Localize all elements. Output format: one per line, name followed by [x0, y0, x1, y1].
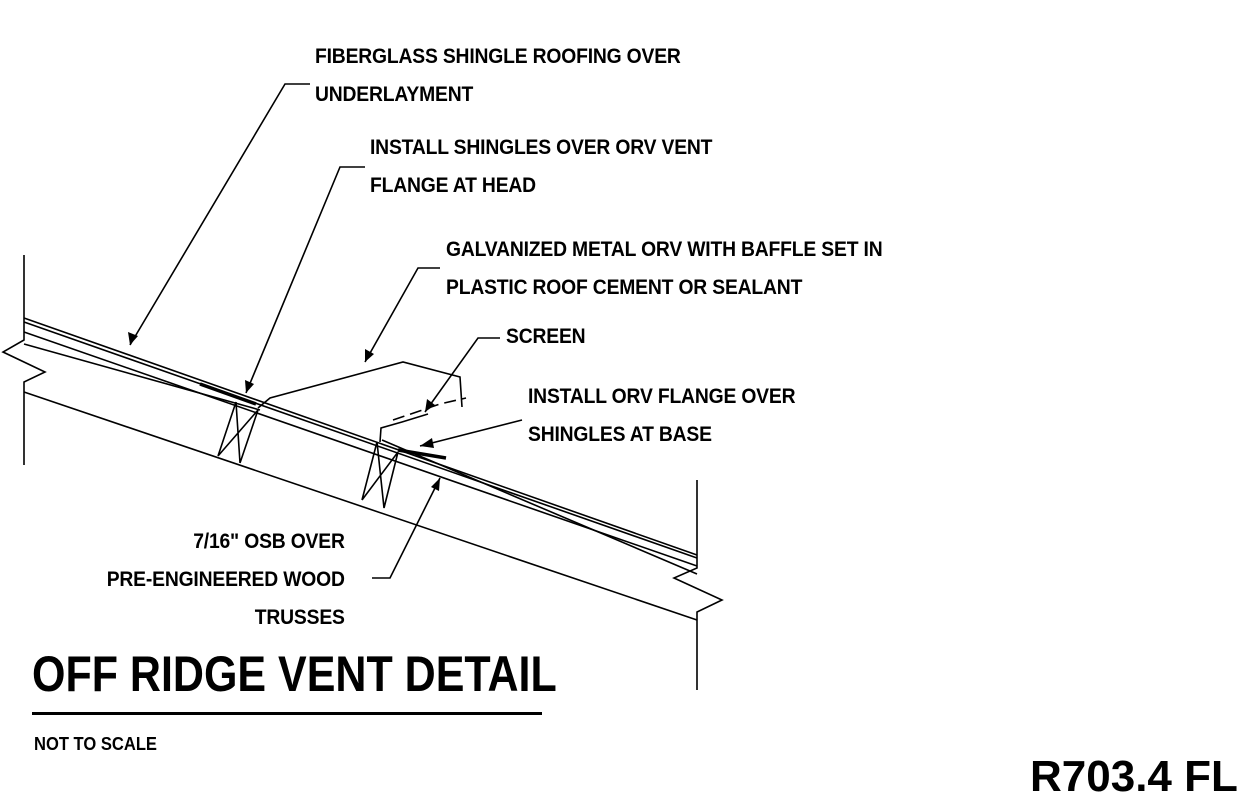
label-orv-line-1: GALVANIZED METAL ORV WITH BAFFLE SET IN [446, 238, 883, 261]
label-osb-line-1: 7/16" OSB OVER [193, 530, 345, 553]
arrow-osb [431, 478, 440, 491]
orv-flange-lower [379, 413, 429, 443]
label-osb-line-2: PRE-ENGINEERED WOOD [106, 568, 345, 591]
orv-body [257, 361, 463, 409]
arrow-shingles-head [245, 380, 254, 393]
title-underline [32, 712, 542, 715]
leader-screen [424, 337, 500, 413]
label-flange-base-line-1: INSTALL ORV FLANGE OVER [528, 385, 796, 408]
label-shingles-head-line-2: FLANGE AT HEAD [370, 174, 536, 197]
sheathing-top-line [23, 343, 698, 575]
leader-osb [372, 477, 441, 579]
underlayment-line [23, 317, 698, 556]
roof-section-drawing [1, 83, 724, 690]
detail-title: OFF RIDGE VENT DETAIL [32, 646, 557, 702]
head-flange-mark [199, 382, 257, 406]
label-osb: 7/16" OSB OVER PRE-ENGINEERED WOOD TRUSS… [107, 523, 345, 637]
label-screen: SCREEN [506, 318, 586, 356]
sheet-reference: R703.4 FL [1030, 752, 1238, 801]
base-flange-mark [397, 448, 447, 460]
label-roofing-line-2: UNDERLAYMENT [315, 83, 474, 106]
label-roofing: FIBERGLASS SHINGLE ROOFING OVER UNDERLAY… [315, 38, 681, 114]
detail-scale-note: NOT TO SCALE [34, 734, 157, 754]
arrow-roofing [128, 332, 138, 345]
sheathing-bottom-line [23, 391, 698, 621]
label-osb-line-3: TRUSSES [255, 606, 345, 629]
arrow-screen [425, 399, 435, 412]
label-orv: GALVANIZED METAL ORV WITH BAFFLE SET IN … [446, 231, 883, 307]
arrow-orv [365, 349, 374, 362]
label-shingles-head: INSTALL SHINGLES OVER ORV VENT FLANGE AT… [370, 129, 712, 205]
label-orv-line-2: PLASTIC ROOF CEMENT OR SEALANT [446, 276, 803, 299]
leader-roofing [129, 83, 310, 346]
label-shingles-head-line-1: INSTALL SHINGLES OVER ORV VENT [370, 136, 713, 159]
label-flange-base: INSTALL ORV FLANGE OVER SHINGLES AT BASE [528, 378, 796, 454]
left-break-line [1, 255, 47, 465]
label-screen-text: SCREEN [506, 325, 586, 348]
leader-orv [364, 267, 440, 363]
leader-flange-base [419, 419, 523, 447]
truss-block-1 [217, 401, 259, 464]
leader-shingles-head [245, 166, 365, 394]
shingle-line [23, 321, 698, 559]
right-break-line [672, 480, 724, 690]
label-flange-base-line-2: SHINGLES AT BASE [528, 423, 712, 446]
arrow-flange-base [420, 438, 434, 448]
truss-block-2 [361, 441, 399, 509]
label-roofing-line-1: FIBERGLASS SHINGLE ROOFING OVER [315, 45, 681, 68]
